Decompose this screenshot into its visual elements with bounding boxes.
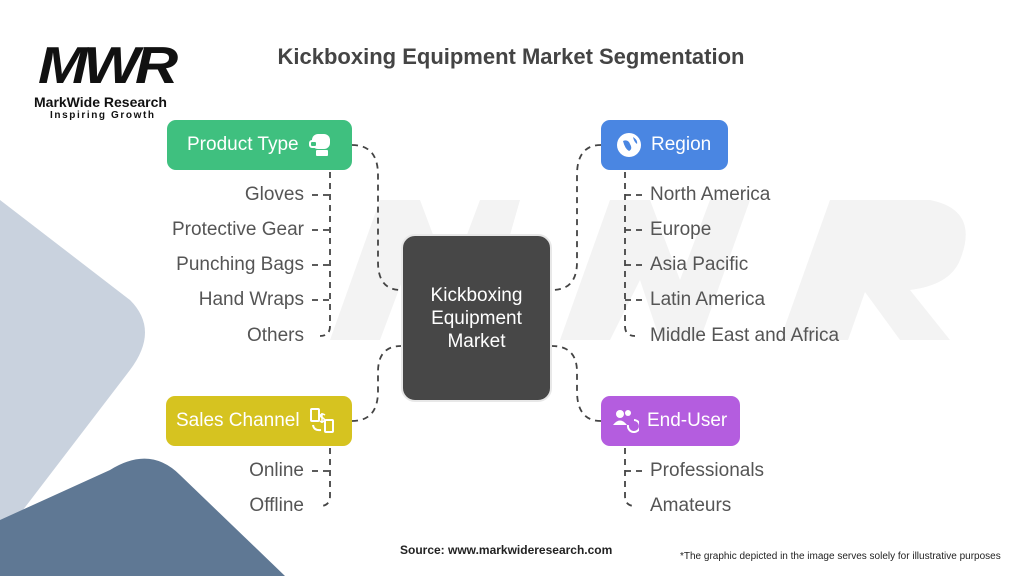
center-line: Kickboxing: [430, 284, 523, 306]
segment-end-user: End-User: [601, 396, 740, 446]
logo-tagline: Inspiring Growth: [50, 110, 156, 121]
list-item: Others: [246, 325, 304, 346]
list-item: Online: [249, 460, 304, 481]
page-title: Kickboxing Equipment Market Segmentation: [277, 44, 745, 69]
list-item: Protective Gear: [172, 219, 304, 240]
list-item: Amateurs: [650, 495, 732, 516]
connector-product: [351, 144, 402, 291]
segment-sales-channel: Sales Channel: [166, 396, 352, 446]
list-item: Middle East and Africa: [650, 325, 840, 346]
exchange-payment-icon: [308, 407, 336, 435]
logo: MWR MarkWide Research Inspiring Growth: [34, 40, 194, 121]
list-item: Latin America: [650, 289, 766, 310]
segment-region: Region: [601, 120, 728, 170]
segment-label: Product Type: [187, 134, 299, 155]
list-item: Gloves: [244, 184, 304, 205]
users-refresh-icon: [611, 407, 639, 435]
logo-mark: MWR: [38, 37, 178, 95]
list-item: Professionals: [650, 460, 765, 481]
disclaimer-text: *The graphic depicted in the image serve…: [680, 551, 1001, 562]
globe-icon: [615, 131, 643, 159]
segment-product-type: Product Type: [167, 120, 352, 170]
list-item: Offline: [249, 495, 304, 516]
list-item: Asia Pacific: [650, 254, 749, 275]
segment-label: Region: [651, 134, 712, 155]
center-line: Equipment: [431, 307, 522, 329]
connector-enduser: [551, 345, 602, 422]
list-item: Punching Bags: [176, 254, 304, 275]
segment-label: End-User: [647, 410, 728, 431]
list-item: Europe: [650, 219, 712, 240]
boxing-glove-icon: [307, 131, 335, 159]
list-item: North America: [650, 184, 771, 205]
logo-name: MarkWide Research: [34, 94, 167, 110]
segment-label: Sales Channel: [176, 410, 300, 431]
center-line: Market: [447, 330, 506, 352]
source-text: Source: www.markwideresearch.com: [400, 543, 613, 557]
list-item: Hand Wraps: [198, 289, 304, 310]
connector-sales: [351, 345, 402, 422]
connector-region: [551, 144, 602, 291]
